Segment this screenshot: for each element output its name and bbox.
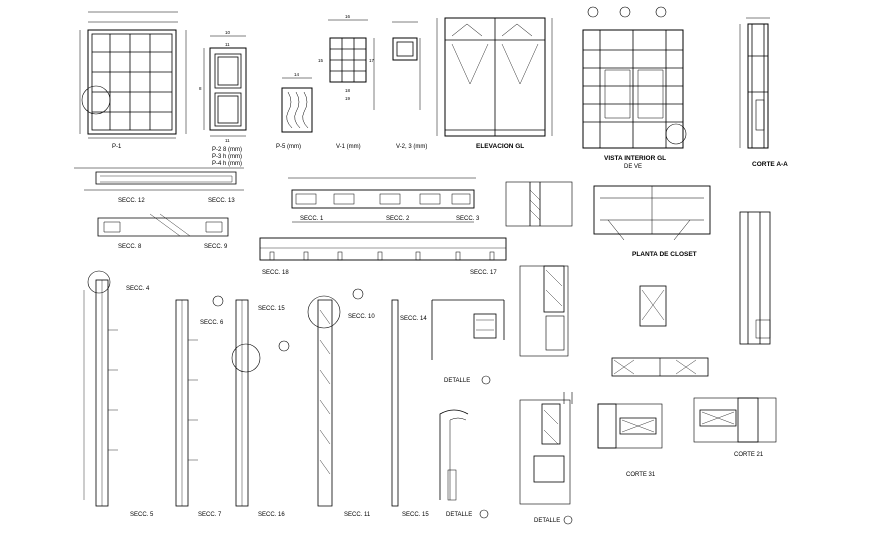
label-secc-11: SECC. 11 xyxy=(344,512,371,518)
label-secc-5: SECC. 5 xyxy=(130,512,154,518)
label-secc-1: SECC. 1 xyxy=(300,216,324,222)
detail-mid-column xyxy=(519,265,569,357)
label-secc-17: SECC. 17 xyxy=(470,270,497,276)
detail-marker-3 xyxy=(563,515,573,525)
dim-v1-left: 15 xyxy=(318,58,324,63)
detail-bottom-column xyxy=(519,392,573,505)
label-corte-aa: CORTE A-A xyxy=(752,161,788,168)
dim-p2-side: 8 xyxy=(199,86,202,91)
corte-21-detail xyxy=(693,397,777,443)
detail-marker-1 xyxy=(481,375,491,385)
label-secc-3: SECC. 3 xyxy=(456,216,480,222)
elevation-gl xyxy=(436,17,553,137)
planta-closet xyxy=(593,185,711,241)
detail-box-left xyxy=(431,299,505,360)
dim-v1-right: 17 xyxy=(369,58,375,63)
label-secc-10: SECC. 10 xyxy=(348,314,375,320)
label-p5: P-5 (mm) xyxy=(276,144,301,150)
label-secc-9: SECC. 9 xyxy=(204,244,228,250)
label-secc-14: SECC. 14 xyxy=(400,316,427,322)
label-p3: P-3 h (mm) xyxy=(212,154,242,160)
label-secc-6: SECC. 6 xyxy=(200,320,224,326)
label-secc-12: SECC. 12 xyxy=(118,198,145,204)
label-secc-7: SECC. 7 xyxy=(198,512,222,518)
section-8-9 xyxy=(97,213,229,237)
detail-box-small xyxy=(639,285,667,327)
label-v2: V-2, 3 (mm) xyxy=(396,144,427,150)
label-detalle-1: DETALLE xyxy=(444,378,470,384)
detail-horizontal-beam xyxy=(611,357,709,377)
label-secc-15: SECC. 15 xyxy=(402,512,429,518)
elevation-p5 xyxy=(281,77,313,133)
label-p4: P-4 h (mm) xyxy=(212,161,242,167)
dim-v1-bot: 18 xyxy=(345,88,351,93)
dim-v1-side: 19 xyxy=(345,96,351,101)
dim-v1-top: 16 xyxy=(345,14,351,19)
section-15-16 xyxy=(231,299,290,507)
label-detalle-2: DETALLE xyxy=(446,512,472,518)
label-secc-8: SECC. 8 xyxy=(118,244,142,250)
label-vista-de-ve: DE VE xyxy=(624,164,642,170)
detail-center-top xyxy=(505,181,573,227)
elevation-v2 xyxy=(392,21,421,110)
label-p1: P-1 xyxy=(112,144,122,150)
label-elevacion-gl: ELEVACION GL xyxy=(476,143,524,150)
label-secc-15-top: SECC. 15 xyxy=(258,306,285,312)
label-secc-18: SECC. 18 xyxy=(262,270,289,276)
label-vista-interior: VISTA INTERIOR GL xyxy=(604,155,666,162)
section-18-17 xyxy=(259,237,507,261)
dim-p5-top: 14 xyxy=(294,72,300,77)
corte-a-a xyxy=(739,17,770,149)
detail-arch xyxy=(439,409,469,501)
label-secc-16: SECC. 16 xyxy=(258,512,285,518)
vista-interior-gl xyxy=(582,6,687,149)
section-12-13 xyxy=(74,167,244,191)
label-planta-closet: PLANTA DE CLOSET xyxy=(632,251,697,258)
label-secc-13: SECC. 13 xyxy=(208,198,235,204)
label-secc-2: SECC. 2 xyxy=(386,216,410,222)
detail-marker-2 xyxy=(479,509,489,519)
label-corte-31: CORTE 31 xyxy=(626,472,656,478)
section-6-7 xyxy=(175,295,224,507)
label-detalle-3: DETALLE xyxy=(534,518,560,524)
elevation-v1 xyxy=(328,19,375,110)
label-v1: V-1 (mm) xyxy=(336,144,361,150)
label-p2: P-2 8 (mm) xyxy=(212,147,242,153)
corte-31-detail xyxy=(597,403,663,449)
dim-p2-mid: 11 xyxy=(225,42,230,47)
section-1-2-3 xyxy=(288,177,476,223)
section-4-5 xyxy=(83,270,118,507)
label-corte-21: CORTE 21 xyxy=(734,452,764,458)
elevation-p2 xyxy=(203,35,247,137)
dim-p2-top: 10 xyxy=(225,30,231,35)
section-10-11 xyxy=(307,288,364,507)
label-secc-4: SECC. 4 xyxy=(126,286,150,292)
corte-right xyxy=(739,211,771,345)
section-14-15 xyxy=(391,299,399,507)
dim-p2-bot: 11 xyxy=(225,138,230,143)
elevation-p1 xyxy=(79,11,187,139)
